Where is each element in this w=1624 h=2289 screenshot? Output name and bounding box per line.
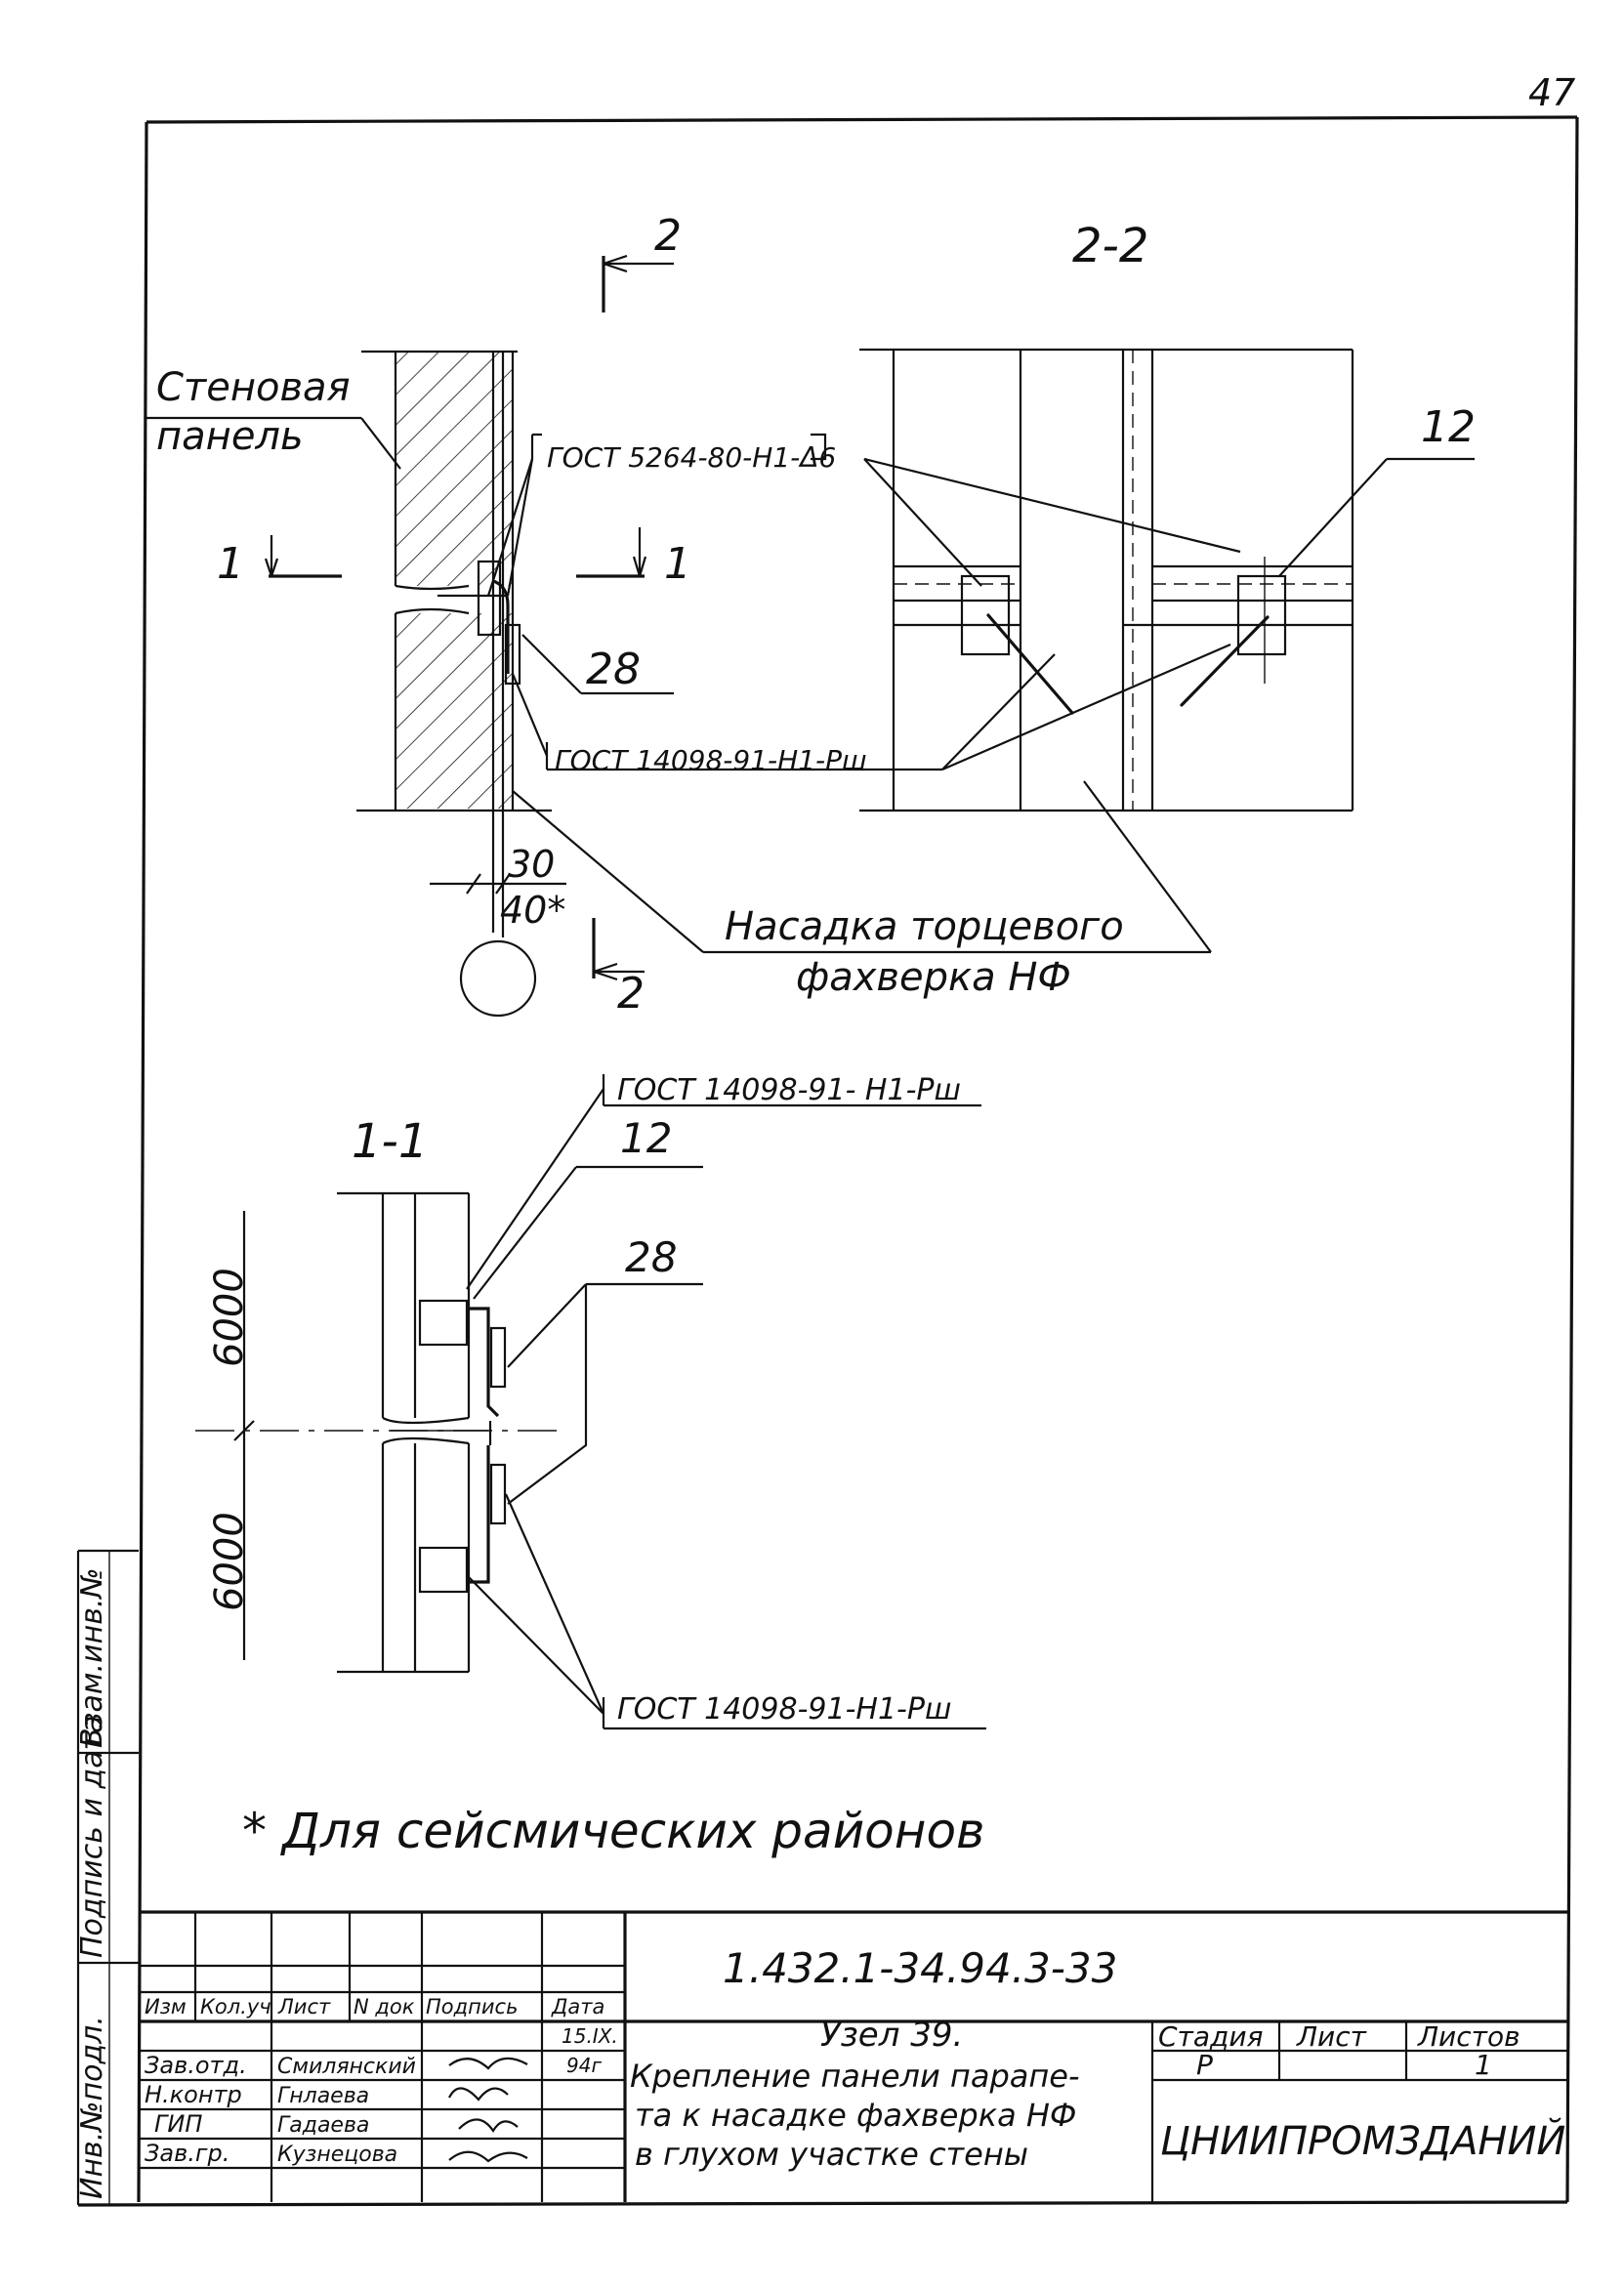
footnote: * Для сейсмических районов: [242, 1803, 985, 1859]
cut-2-top-label: 2: [654, 211, 682, 261]
date-1: 15.IX.: [562, 2024, 618, 2048]
stamp-inv-podl: Инв.№подл.: [75, 2016, 109, 2199]
col-izm: Изм: [145, 1995, 187, 2018]
gost-14098-bottom-label: ГОСТ 14098-91-Н1-Рш: [617, 1692, 951, 1727]
name-0: Смилянский: [277, 2055, 416, 2079]
stage-label: Стадия: [1158, 2020, 1263, 2053]
role-0: Зав.отд.: [145, 2052, 247, 2079]
stamp-vzam-inv: Взам.инв.№: [75, 1567, 109, 1748]
col-kol-uch: Кол.уч: [200, 1995, 271, 2018]
col-n-dok: N док: [354, 1995, 415, 2018]
cut-1-right-label: 1: [664, 539, 691, 589]
sheet-label: Лист: [1296, 2020, 1367, 2053]
view-2-2: 2-2 12: [859, 219, 1476, 953]
title-line-2: Крепление панели парапе-: [630, 2058, 1080, 2095]
title-block: 1.432.1-34.94.3-33 Изм Кол.уч Лист N док…: [139, 1910, 1567, 2202]
designation: 1.432.1-34.94.3-33: [723, 1944, 1117, 1992]
col-data: Дата: [551, 1995, 604, 2018]
view-1-1-title: 1-1: [352, 1114, 428, 1169]
view-2-2-title: 2-2: [1072, 219, 1148, 273]
date-2: 94г: [566, 2054, 602, 2077]
role-1: Н.контр: [145, 2081, 242, 2108]
drawing-frame: [77, 115, 1579, 2207]
dim-30-label: 30: [508, 843, 555, 886]
part-28-label: 28: [586, 645, 641, 694]
section-part-12-label: 12: [620, 1114, 672, 1162]
title-line-1: Узел 39.: [820, 2016, 963, 2055]
dim-40-label: 40*: [500, 889, 565, 932]
gost-5264-label: ГОСТ 5264-80-Н1-Δ6: [547, 441, 836, 474]
gost-14098-top-label: ГОСТ 14098-91- Н1-Рш: [617, 1073, 961, 1107]
elevation-view: 2 1 1 Стеновая панель ГОСТ 5264-: [146, 211, 1211, 1019]
col-list: Лист: [277, 1995, 331, 2018]
signatures: [448, 2057, 528, 2163]
section-1-1: 1-1 6000 6000 ГОСТ 14098-91- Н1-Рш 12: [195, 1073, 986, 1730]
stamp-podpis-data: Подпись и дата: [75, 1716, 109, 1959]
sheets-value: 1: [1475, 2049, 1492, 2081]
name-2: Гадаева: [277, 2113, 369, 2138]
role-3: Зав.гр.: [145, 2140, 229, 2167]
sheets-label: Листов: [1417, 2020, 1520, 2053]
nozzle-label-2: фахверка НФ: [796, 955, 1071, 1000]
col-podpis: Подпись: [426, 1995, 518, 2018]
name-1: Гнлаева: [277, 2084, 369, 2108]
dim-6000-lower: 6000: [207, 1512, 252, 1611]
side-stamp: Взам.инв.№ Подпись и дата Инв.№подл.: [75, 1549, 139, 2205]
title-line-4: в глухом участке стены: [635, 2136, 1028, 2173]
name-3: Кузнецова: [277, 2143, 397, 2167]
role-2: ГИП: [154, 2110, 202, 2138]
wall-panel-label-2: панель: [156, 414, 304, 459]
nozzle-label-1: Насадка торцевого: [725, 904, 1124, 949]
stage-value: Р: [1196, 2049, 1213, 2081]
cut-2-bottom-label: 2: [617, 969, 645, 1019]
section-part-28-label: 28: [625, 1233, 677, 1281]
organization: ЦНИИПРОМЗДАНИЙ: [1160, 2117, 1565, 2164]
gost-14098-a-label: ГОСТ 14098-91-Н1-Рш: [555, 744, 867, 776]
wall-panel-label-1: Стеновая: [156, 365, 351, 410]
view-2-2-part-12: 12: [1421, 402, 1476, 452]
title-line-3: та к насадке фахверка НФ: [635, 2097, 1076, 2134]
dim-6000-upper: 6000: [207, 1268, 252, 1367]
cut-1-left-label: 1: [217, 539, 244, 589]
page-number: 47: [1528, 71, 1575, 114]
